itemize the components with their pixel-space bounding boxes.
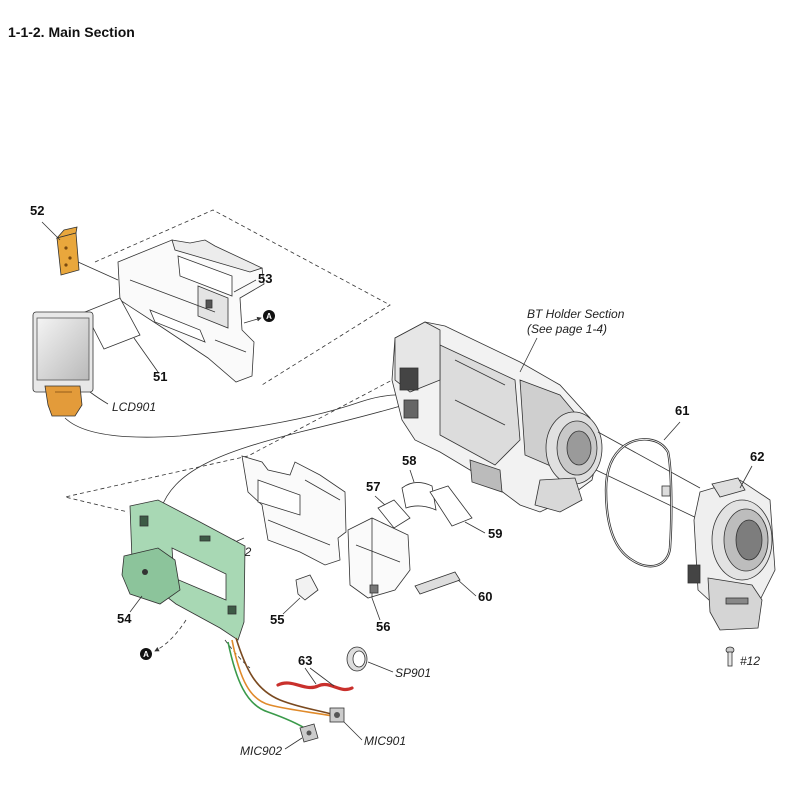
leader-bt-holder bbox=[519, 337, 538, 373]
label-57: 57 bbox=[366, 479, 380, 494]
leader-52-to-frame bbox=[77, 261, 119, 281]
part-57-plate bbox=[377, 499, 411, 529]
label-52: 52 bbox=[30, 203, 44, 218]
page-title: 1-1-2. Main Section bbox=[8, 24, 135, 40]
label-55: 55 bbox=[270, 612, 284, 627]
mic902-microphone bbox=[299, 723, 319, 743]
label-60: 60 bbox=[478, 589, 492, 604]
lcd-flex-routing-line bbox=[64, 394, 413, 438]
leader-51 bbox=[133, 337, 159, 373]
lcd-flex-cable bbox=[44, 385, 83, 417]
part-63-cable bbox=[276, 681, 354, 691]
leader-53 bbox=[233, 279, 257, 293]
leader-56 bbox=[371, 597, 381, 621]
svg-text:A: A bbox=[143, 650, 149, 659]
mic901-microphone bbox=[329, 707, 345, 723]
leader-54 bbox=[129, 595, 143, 613]
leader-55 bbox=[282, 597, 301, 615]
connection-marker-a-upper: A bbox=[263, 310, 275, 322]
part-59-sheet bbox=[429, 485, 473, 527]
connection-arrow-lower bbox=[154, 619, 187, 652]
leader-52 bbox=[41, 221, 61, 241]
part-55-clip bbox=[295, 574, 319, 601]
dashed-outline-upper bbox=[94, 209, 391, 386]
label-58: 58 bbox=[402, 453, 416, 468]
sp901-speaker bbox=[346, 646, 368, 672]
screw-12 bbox=[725, 646, 735, 667]
part-53-frame bbox=[117, 239, 265, 383]
svg-text:A: A bbox=[266, 312, 272, 321]
part-62-lens-ring-unit bbox=[687, 477, 776, 631]
part-61-gasket bbox=[604, 438, 673, 568]
part-56-bracket bbox=[347, 517, 411, 599]
main-chassis-frame bbox=[241, 455, 347, 566]
lcd-screen bbox=[36, 317, 90, 381]
label-61: 61 bbox=[675, 403, 689, 418]
leader-63-a bbox=[304, 667, 317, 685]
label-54: 54 bbox=[117, 611, 132, 626]
microphone-wires bbox=[224, 637, 336, 731]
leader-sp901 bbox=[367, 661, 394, 673]
leader-57 bbox=[374, 495, 386, 506]
leader-63-b bbox=[309, 667, 335, 687]
label-63: 63 bbox=[298, 653, 312, 668]
bt-holder-section-body bbox=[391, 321, 603, 513]
lens-barrel-inner bbox=[566, 430, 592, 466]
part-52-bracket bbox=[55, 226, 80, 276]
label-53: 53 bbox=[258, 271, 272, 286]
bt-holder-section-label: BT Holder Section bbox=[527, 307, 625, 321]
dashed-outline-lcd-group bbox=[64, 209, 416, 513]
label-56: 56 bbox=[376, 619, 390, 634]
part-lcd901-panel bbox=[32, 311, 94, 417]
part-51-sheet bbox=[84, 297, 141, 350]
bt-holder-page-reference: (See page 1-4) bbox=[527, 322, 607, 336]
label-mic901: MIC901 bbox=[364, 734, 406, 748]
label-screw-12: #12 bbox=[740, 654, 760, 668]
connection-arrow-upper bbox=[243, 316, 262, 324]
pcb-routing-line bbox=[159, 401, 415, 513]
label-62: 62 bbox=[750, 449, 764, 464]
leader-59 bbox=[464, 521, 486, 534]
leader-lcd901 bbox=[89, 391, 109, 405]
part-54-lower-bracket bbox=[121, 547, 181, 605]
leader-mic901 bbox=[343, 721, 363, 741]
label-sp901: SP901 bbox=[395, 666, 431, 680]
alignment-line-upper bbox=[597, 431, 701, 489]
part-60-bar bbox=[414, 571, 461, 595]
dashed-outline-lower bbox=[64, 367, 416, 513]
label-59: 59 bbox=[488, 526, 502, 541]
leader-58 bbox=[409, 469, 415, 483]
connection-marker-a-lower: A bbox=[140, 648, 152, 660]
label-51: 51 bbox=[153, 369, 167, 384]
leader-mic902 bbox=[284, 737, 303, 750]
part-54-pcb-board bbox=[121, 499, 246, 641]
alignment-line-lower bbox=[595, 469, 706, 523]
leader-61 bbox=[663, 421, 681, 441]
part-58-cover bbox=[401, 482, 437, 511]
label-lcd901: LCD901 bbox=[112, 400, 156, 414]
label-mic902: MIC902 bbox=[240, 744, 282, 758]
leader-60 bbox=[457, 579, 477, 597]
leader-62 bbox=[739, 465, 753, 489]
